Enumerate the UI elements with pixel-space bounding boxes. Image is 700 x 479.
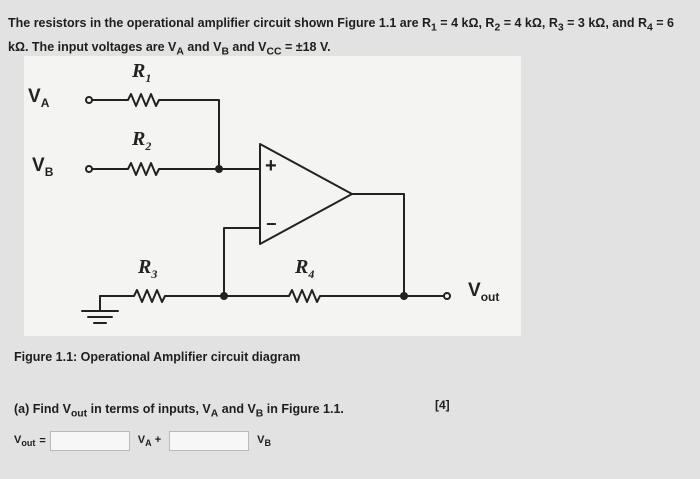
vb-term-label: VB bbox=[257, 433, 271, 449]
op-amp-triangle bbox=[259, 143, 353, 245]
r2-label: R2 bbox=[132, 128, 152, 153]
non-inverting-sign: + bbox=[265, 155, 277, 177]
output-wire bbox=[351, 193, 405, 297]
coefficient-b-input[interactable] bbox=[169, 431, 250, 451]
coefficient-a-input[interactable] bbox=[49, 431, 130, 451]
r1-label: R1 bbox=[132, 60, 152, 85]
equals-sign: = bbox=[39, 435, 46, 447]
junction-node-2 bbox=[220, 292, 228, 300]
vout-answer-label: Vout bbox=[14, 433, 36, 449]
r4-label: R4 bbox=[295, 256, 315, 281]
r2-wire bbox=[91, 162, 261, 176]
va-term-label: VA + bbox=[137, 433, 162, 449]
answer-row: Vout = VA + VB bbox=[14, 428, 279, 454]
junction-node-1 bbox=[215, 165, 223, 173]
circuit-schematic bbox=[81, 93, 451, 324]
problem-statement: The resistors in the operational amplifi… bbox=[8, 16, 674, 57]
junction-node-3 bbox=[400, 292, 408, 300]
inverting-sign: − bbox=[266, 214, 277, 234]
va-label: VA bbox=[28, 86, 50, 110]
feedback-wire bbox=[99, 289, 445, 303]
inverting-wire bbox=[223, 227, 261, 297]
vb-label: VB bbox=[32, 155, 54, 179]
vout-terminal bbox=[443, 292, 451, 300]
marks-label: [4] bbox=[435, 398, 450, 412]
circuit-diagram: VA VB R1 R2 R3 R4 Vout + − bbox=[24, 56, 521, 336]
question-a: (a) Find Vout in terms of inputs, VA and… bbox=[14, 402, 344, 420]
vout-label: Vout bbox=[468, 280, 500, 304]
r1-wire bbox=[91, 93, 220, 170]
figure-caption: Figure 1.1: Operational Amplifier circui… bbox=[14, 350, 301, 364]
r3-label: R3 bbox=[138, 256, 158, 281]
